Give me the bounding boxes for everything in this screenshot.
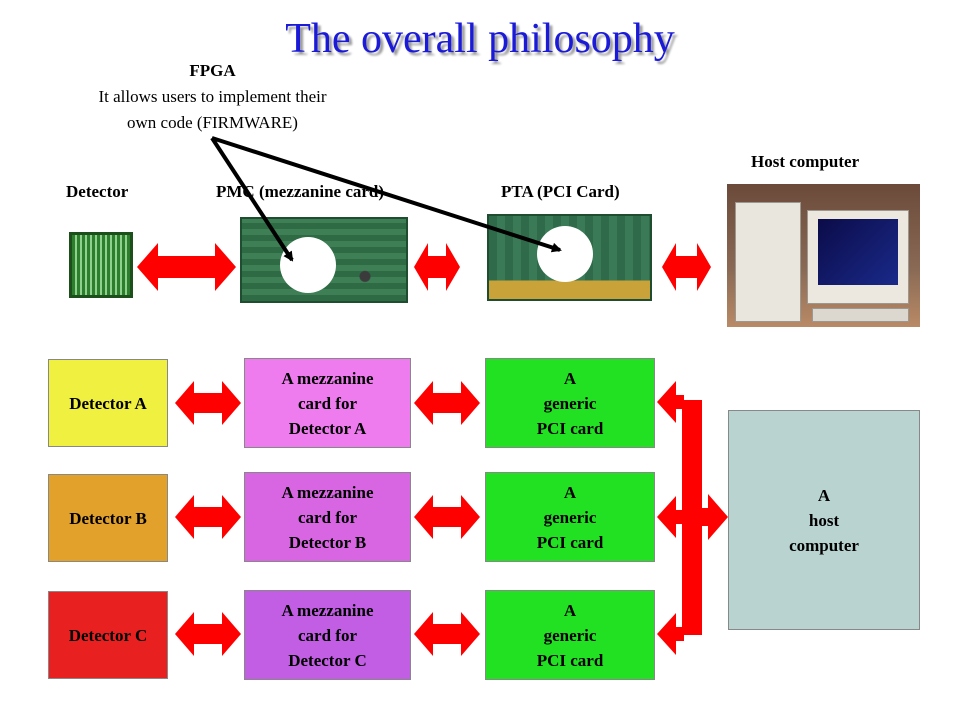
pmc-label: PMC (mezzanine card) (216, 182, 385, 201)
fpga-highlight-pta (537, 226, 593, 282)
pci-c-block: A generic PCI card (485, 590, 655, 680)
host-label: Host computer (751, 152, 860, 171)
mezzanine-b-line2: card for (297, 507, 357, 527)
mezzanine-b-block: A mezzanine card for Detector B (244, 472, 411, 562)
arrow-pta-host (662, 243, 711, 291)
pci-c-line2: generic (543, 625, 597, 645)
pta-label: PTA (PCI Card) (501, 182, 620, 201)
arrow-mez-a-pci-a (414, 381, 480, 425)
fpga-callout-line2: own code (FIRMWARE) (127, 113, 298, 132)
host-block-line3: computer (789, 535, 859, 555)
fpga-callout-head: FPGA (189, 61, 236, 80)
arrow-mez-c-pci-c (414, 612, 480, 656)
mezzanine-c-line2: card for (297, 625, 357, 645)
monitor (807, 210, 909, 304)
detector-photo (69, 232, 133, 298)
arrow-det-c-mez-c (175, 612, 241, 656)
pci-a-line1: A (563, 368, 577, 388)
pci-c-line1: A (563, 600, 577, 620)
mezzanine-c-line1: A mezzanine (281, 600, 374, 620)
keyboard (812, 308, 909, 322)
fpga-pointer-pta (211, 136, 562, 253)
pci-b-line2: generic (543, 507, 597, 527)
arrow-det-b-mez-b (175, 495, 241, 539)
pmc-card-photo (240, 217, 408, 303)
pci-c-line3: PCI card (536, 650, 604, 670)
fpga-callout-line1: It allows users to implement their (98, 87, 327, 106)
pci-b-block: A generic PCI card (485, 472, 655, 562)
fpga-callout: FPGA It allows users to implement their … (40, 58, 385, 136)
pta-card-photo (487, 214, 652, 301)
arrow-detector-pmc (137, 243, 236, 291)
mezzanine-a-line1: A mezzanine (281, 368, 374, 388)
mezzanine-a-line2: card for (297, 393, 357, 413)
detector-c-label: Detector C (68, 625, 148, 645)
page-title: The overall philosophy (285, 16, 675, 62)
arrow-mez-b-pci-b (414, 495, 480, 539)
mezzanine-b-line1: A mezzanine (281, 482, 374, 502)
pci-b-line1: A (563, 482, 577, 502)
arrow-pmc-pta (414, 243, 460, 291)
detector-c-block: Detector C (48, 591, 168, 679)
detector-label: Detector (66, 182, 129, 201)
monitor-screen (818, 219, 898, 285)
detector-a-block: Detector A (48, 359, 168, 447)
host-block-line1: A (817, 485, 831, 505)
pci-host-bracket (657, 381, 728, 655)
pci-a-block: A generic PCI card (485, 358, 655, 448)
mezzanine-a-block: A mezzanine card for Detector A (244, 358, 411, 448)
pci-b-line3: PCI card (536, 532, 604, 552)
host-computer-photo (727, 184, 920, 327)
arrow-det-a-mez-a (175, 381, 241, 425)
fpga-highlight-pmc (280, 237, 336, 293)
detector-b-block: Detector B (48, 474, 168, 562)
mezzanine-c-line3: Detector C (288, 650, 367, 670)
fpga-pointer-pmc (210, 136, 294, 262)
mezzanine-b-line3: Detector B (288, 532, 367, 552)
detector-a-label: Detector A (69, 393, 147, 413)
mezzanine-a-line3: Detector A (288, 418, 367, 438)
computer-tower (735, 202, 801, 322)
host-block-line2: host (808, 510, 840, 530)
pci-a-line3: PCI card (536, 418, 604, 438)
pci-a-line2: generic (543, 393, 597, 413)
host-computer-block: A host computer (728, 410, 920, 630)
detector-b-label: Detector B (69, 508, 147, 528)
mezzanine-c-block: A mezzanine card for Detector C (244, 590, 411, 680)
